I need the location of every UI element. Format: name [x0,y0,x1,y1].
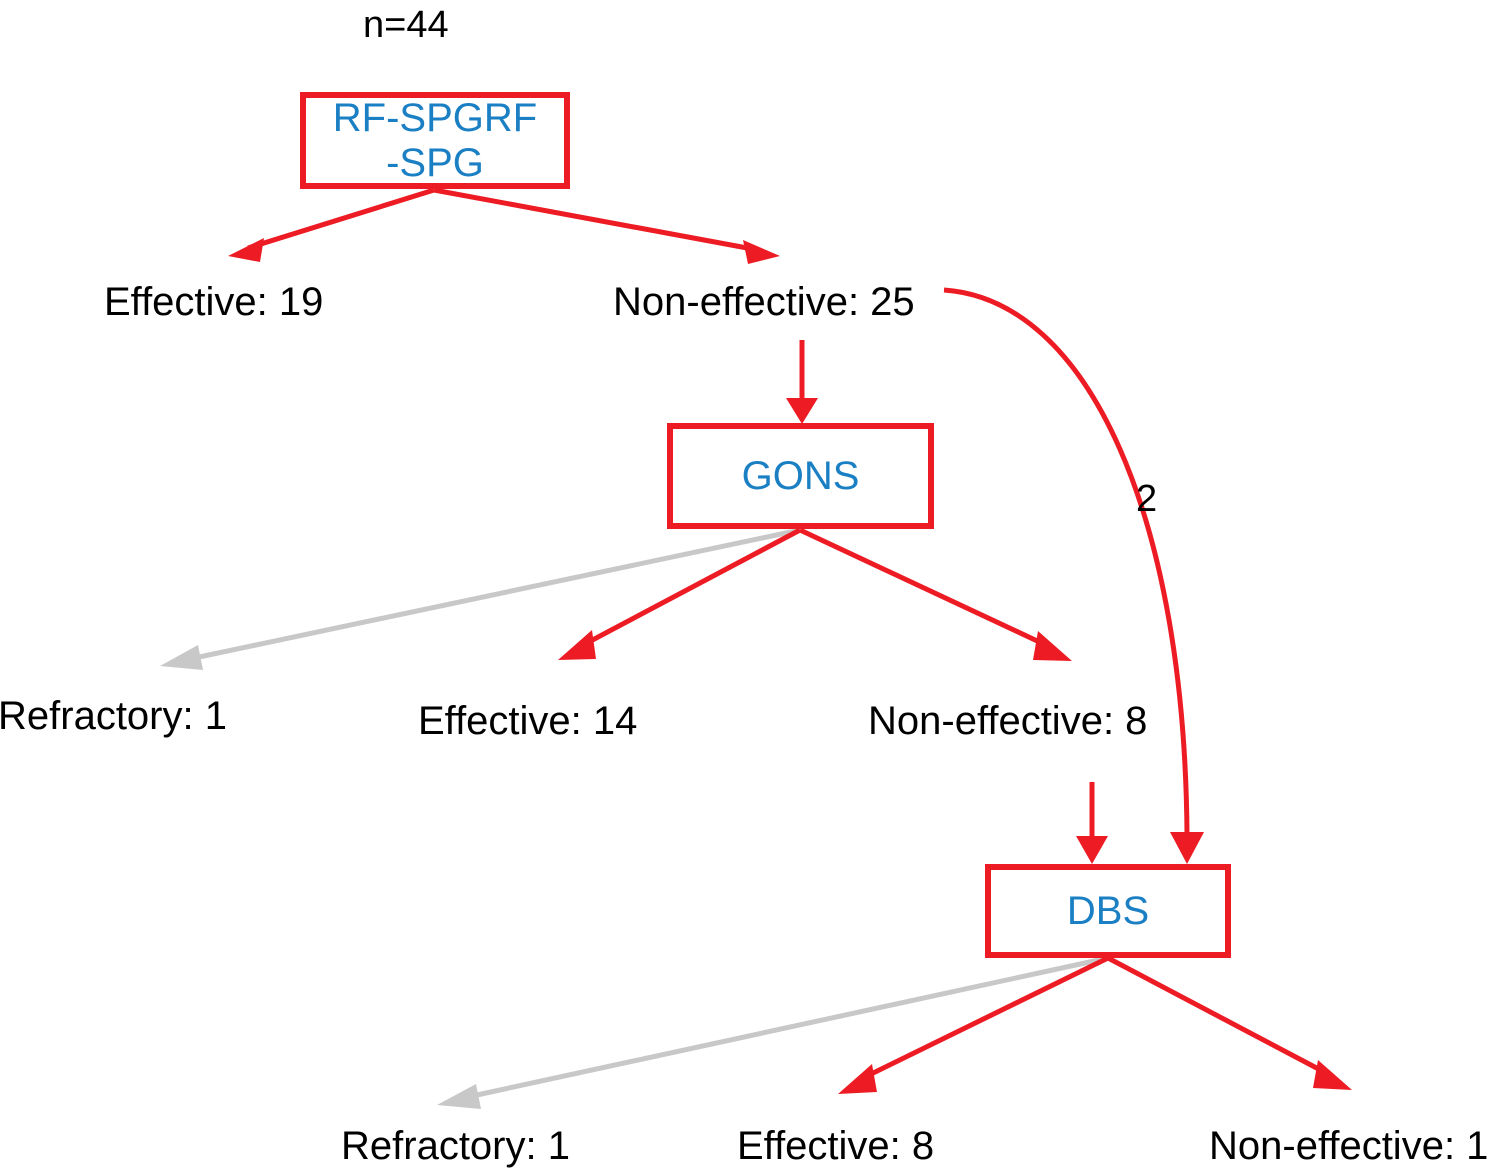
edge-root-to-noneffective25 [433,187,780,264]
edge-dbs-to-effective8 [838,955,1110,1094]
edge-dbs-to-refractory1 [437,955,1109,1109]
label-crossover-count: 2 [1136,478,1158,520]
label-gons-refractory: Refractory: 1 [0,694,227,738]
node-gons[interactable]: GONS [667,423,934,529]
label-dbs-refractory: Refractory: 1 [341,1124,570,1168]
cohort-size-label: n=44 [363,4,449,46]
edge-gons-to-effective14 [558,527,802,660]
node-dbs[interactable]: DBS [985,864,1231,958]
edge-root-to-effective19 [228,187,435,262]
edge-dbs-to-noneffective1 [1106,955,1352,1090]
label-dbs-non-effective: Non-effective: 1 [1209,1124,1489,1168]
label-gons-non-effective: Non-effective: 8 [868,699,1148,743]
label-root-effective: Effective: 19 [104,280,324,324]
edge-noneffective8-to-dbs [1076,782,1108,864]
label-dbs-effective: Effective: 8 [737,1124,935,1168]
edge-gons-to-noneffective8 [798,527,1072,661]
edge-noneffective25-to-dbs-curved [943,287,1204,864]
label-gons-effective: Effective: 14 [418,699,638,743]
node-rf-spgrf-spg[interactable]: RF-SPGRF -SPG [300,92,570,189]
label-root-non-effective: Non-effective: 25 [613,280,915,324]
edge-gons-to-refractory1 [160,527,801,670]
edge-noneffective25-to-gons [786,340,818,424]
